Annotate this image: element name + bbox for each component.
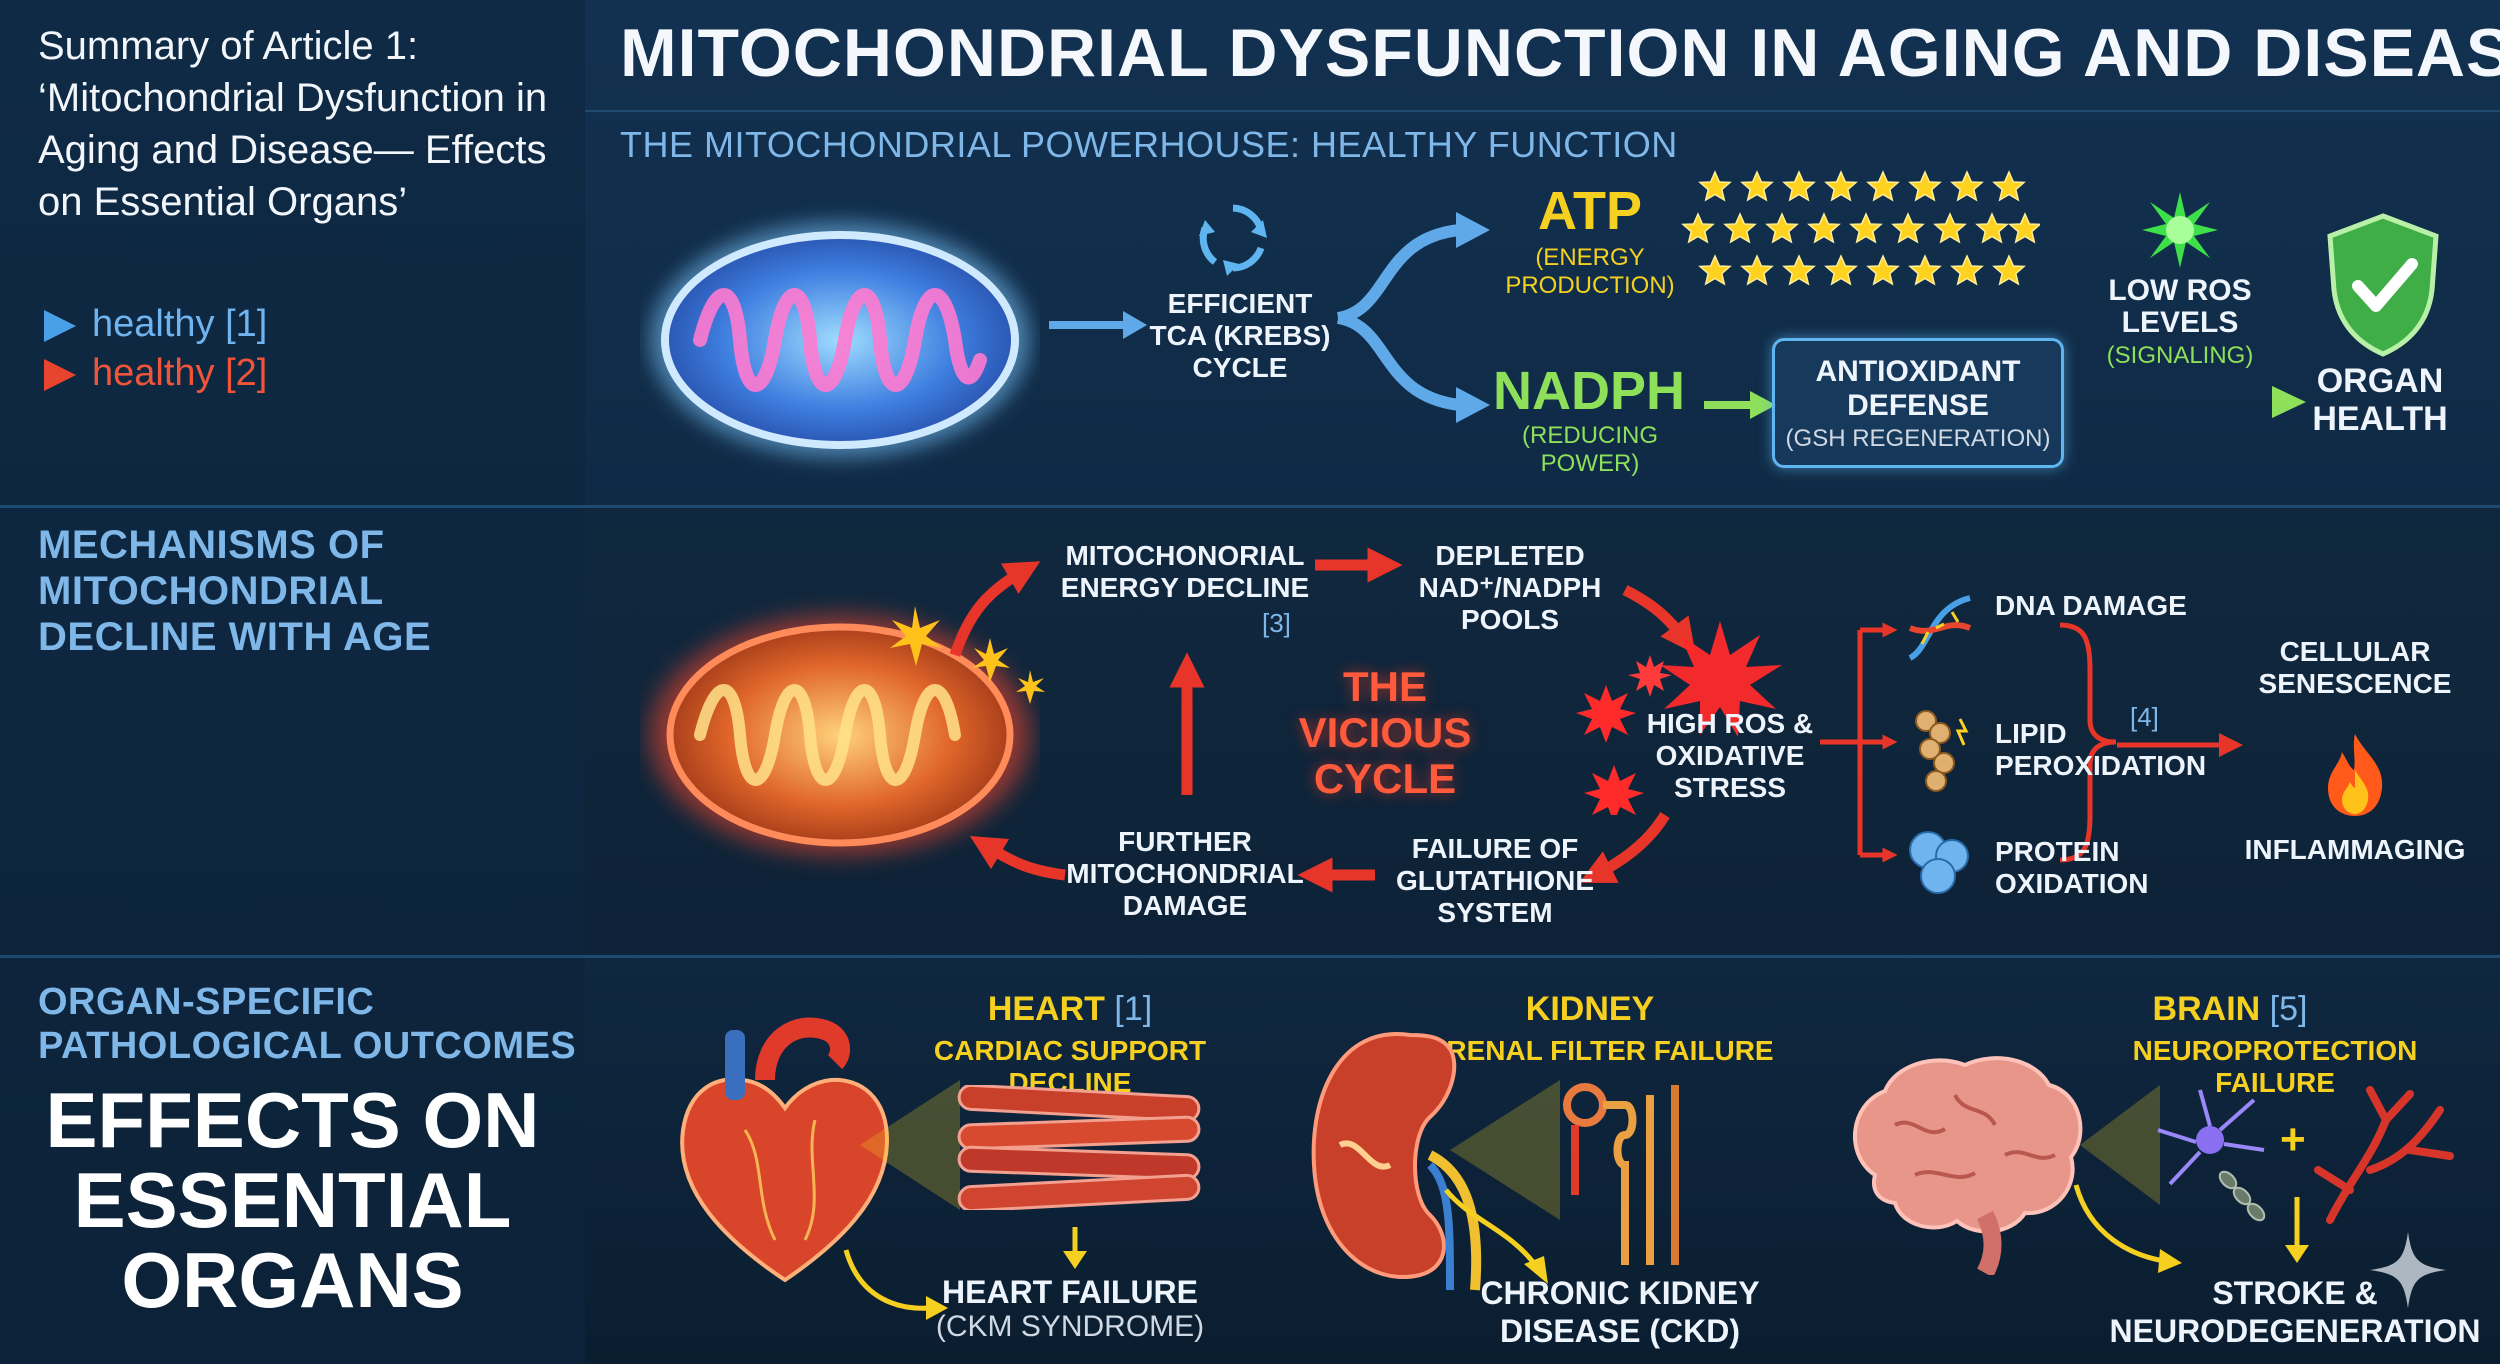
citation: [3] (1262, 608, 1291, 638)
low-ros-sublabel: (SIGNALING) (2106, 342, 2254, 369)
divider (585, 110, 2500, 112)
energy-decline-label: MITOCHONORIAL ENERGY DECLINE (1060, 540, 1310, 603)
branch-arrows-icon (1820, 622, 2117, 863)
section-title-mechanisms: MECHANISMS OF MITOCHONDRIAL DECLINE WITH… (38, 523, 432, 659)
energy-stars-icon (1682, 171, 2040, 285)
blood-vessel-icon (2314, 1086, 2454, 1224)
zoom-beam (1450, 1080, 1560, 1220)
healthy-mitochondrion-image (650, 222, 1030, 458)
section-title-organs: ORGAN-SPECIFIC PATHOLOGICAL OUTCOMES (38, 981, 577, 1067)
heart-title-text: HEART (987, 990, 1105, 1028)
glutathione-failure-label: FAILURE OF GLUTATHIONE SYSTEM (1395, 833, 1595, 928)
arrow-right-icon (2062, 386, 2306, 418)
heart-title: HEART [1] (870, 990, 1270, 1029)
dna-icon (1908, 595, 1972, 661)
protein-icon (1909, 831, 1969, 894)
lipid-icon (1915, 710, 1969, 792)
protein-oxidation-label: PROTEIN OXIDATION (1995, 836, 2149, 899)
ros-burst-icon (2142, 192, 2218, 268)
curved-arrow-icon (2073, 1184, 2182, 1273)
antioxidant-defense-box: ANTIOXIDANT DEFENSE (GSH REGENERATION) (1772, 338, 2064, 468)
heart-outcome-label: HEART FAILURE (942, 1274, 1198, 1310)
page-title: MITOCHONDRIAL DYSFUNCTION IN AGING AND D… (620, 15, 2500, 91)
high-ros-label: HIGH ROS & OXIDATIVE STRESS (1646, 708, 1814, 803)
zoom-beam (2080, 1085, 2160, 1205)
antioxidant-sublabel: (GSH REGENERATION) (1785, 425, 2051, 452)
brain-outcome-label: STROKE & NEURODEGENERATION (2109, 1275, 2481, 1349)
arrow-right-icon (1049, 311, 1147, 339)
damaged-mitochondrion-image (650, 615, 1030, 855)
legend-label: healthy [1] (92, 303, 268, 345)
section-title-healthy: THE MITOCHONDRIAL POWERHOUSE: HEALTHY FU… (620, 124, 1678, 165)
shield-check-icon (2327, 213, 2439, 357)
nadph-label: NADPH (1492, 361, 1685, 421)
brain-title-text: BRAIN (2152, 990, 2261, 1028)
antioxidant-title: ANTIOXIDANT DEFENSE (1815, 355, 2021, 422)
divider (0, 955, 2500, 958)
cycle-icon (1199, 204, 1267, 276)
kidney-outcome-label: CHRONIC KIDNEY DISEASE (CKD) (1480, 1275, 1760, 1349)
brain-title: BRAIN [5] (2080, 990, 2380, 1029)
vicious-cycle-arrows (949, 547, 1696, 893)
sparkle-icon (2370, 1232, 2446, 1308)
fire-icon (2328, 734, 2383, 816)
inflammaging-label: INFLAMMAGING (2244, 834, 2466, 865)
muscle-fibers-image (957, 1085, 1201, 1210)
dna-damage-label: DNA DAMAGE (1995, 590, 2187, 621)
atp-label: ATP (1538, 181, 1642, 241)
spark-icons (890, 606, 1045, 704)
nadph-sublabel: (REDUCING POWER) (1522, 422, 1658, 477)
big-title: EFFECTS ON ESSENTIAL ORGANS (45, 1076, 540, 1324)
neuron-icon (2157, 1089, 2266, 1222)
sidebar-panel (0, 0, 585, 1364)
citation: [1] (1114, 990, 1153, 1028)
heart-image (680, 1017, 890, 1283)
legend-item-blue: healthy [1] (42, 303, 462, 349)
arrow-down-icon (2285, 1197, 2309, 1263)
brain-image (1853, 1056, 2083, 1275)
arrow-right-icon (1704, 391, 1776, 419)
curved-arrow-icon (1444, 1188, 1548, 1284)
cellular-senescence-label: CELLULAR SENESCENCE (2258, 636, 2452, 699)
curved-arrow-icon (843, 1249, 948, 1320)
further-damage-label: FURTHER MITOCHONDRIAL DAMAGE (1066, 826, 1304, 921)
ros-burst-icons (1576, 621, 1782, 815)
blue-triangle-icon (44, 310, 76, 342)
lipid-peroxidation-label: LIPID PEROXIDATION (1995, 718, 2207, 781)
article-summary-title: Summary of Article 1: ‘Mitochondrial Dys… (38, 24, 548, 224)
nephron-image (1563, 1083, 1679, 1265)
atp-sublabel: (ENERGY PRODUCTION) (1505, 244, 1675, 299)
arrow-down-icon (1063, 1227, 1087, 1269)
brain-subtitle: NEUROPROTECTION FAILURE (2132, 1035, 2418, 1098)
citation: [5] (2269, 990, 2308, 1028)
legend-item-red: healthy [2] (42, 352, 462, 398)
branch-arrows-icon (1336, 212, 1490, 423)
organ-health-label: ORGAN HEALTH (2312, 362, 2448, 438)
zoom-beam (860, 1080, 960, 1210)
heart-outcome-sublabel: (CKM SYNDROME) (935, 1310, 1205, 1343)
section-organs-band (585, 958, 2500, 1364)
kidney-subtitle: RENAL FILTER FAILURE (1446, 1035, 1774, 1066)
divider (0, 505, 2500, 508)
depleted-pools-label: DEPLETED NAD⁺/NADPH POOLS (1418, 540, 1602, 635)
plus-icon: + (2280, 1115, 2306, 1164)
citation: [4] (2130, 702, 2159, 732)
legend-label: healthy [2] (92, 352, 268, 394)
tca-cycle-label: EFFICIENT TCA (KREBS) CYCLE (1149, 288, 1331, 383)
kidney-image (1311, 1032, 1482, 1291)
arrow-right-icon (2117, 733, 2243, 757)
vicious-cycle-label: THE VICIOUS CYCLE (1298, 663, 1472, 802)
red-triangle-icon (44, 359, 76, 391)
kidney-title: KIDNEY (1525, 990, 1655, 1028)
low-ros-label: LOW ROS LEVELS (2108, 274, 2252, 339)
